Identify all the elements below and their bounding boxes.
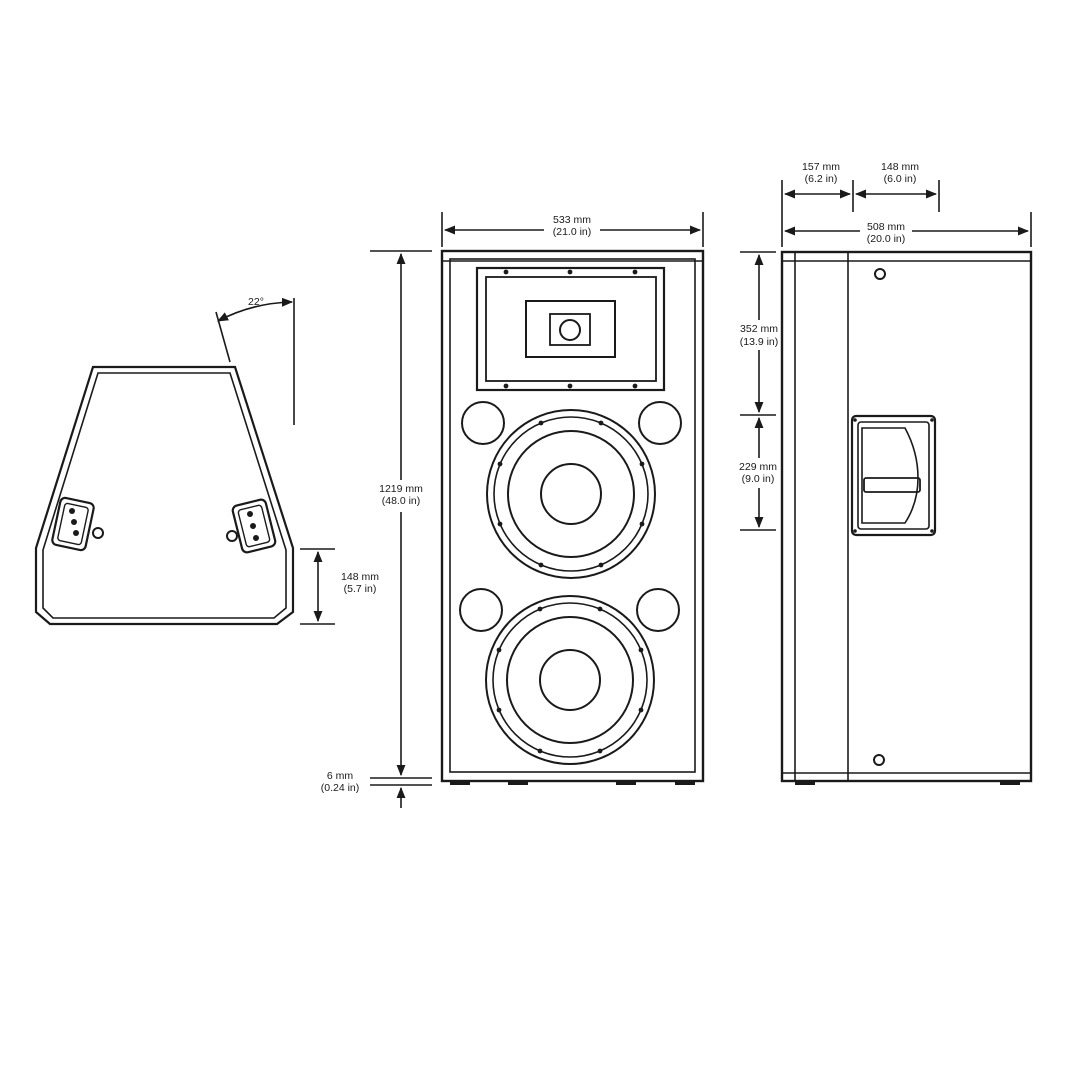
height-dimension: 1219 mm (48.0 in) 6 mm (0.24 in)	[321, 250, 432, 808]
port-upper-left	[461, 401, 505, 445]
handle-position-dimensions: 352 mm (13.9 in) 229 mm (9.0 in)	[739, 251, 779, 531]
side-offset-dimension: 148 mm (5.7 in)	[300, 548, 379, 625]
side-offset-in-label: (5.7 in)	[344, 583, 377, 595]
port-lower-right	[636, 588, 680, 632]
depth-front-mm-label: 157 mm	[802, 161, 840, 173]
rigging-point-right	[226, 498, 277, 554]
cabinet-side-outline	[780, 250, 1033, 783]
width-in-label: (21.0 in)	[553, 226, 592, 238]
side-handle	[850, 414, 937, 537]
woofer-upper	[486, 409, 656, 579]
height-mm-label: 1219 mm	[379, 483, 423, 495]
depth-total-in-label: (20.0 in)	[867, 233, 906, 245]
port-lower-left	[459, 588, 503, 632]
top-view: 22° 148 mm (5.7 in)	[34, 296, 379, 626]
cabinet-front-outer	[440, 249, 705, 783]
depth-dimensions: 157 mm (6.2 in) 148 mm (6.0 in) 508 mm (…	[781, 161, 1032, 247]
side-offset-mm-label: 148 mm	[341, 571, 379, 583]
depth-handle-mm-label: 148 mm	[881, 161, 919, 173]
handle-top-mm-label: 352 mm	[740, 323, 778, 335]
foot-mm-label: 6 mm	[327, 770, 354, 782]
handle-height-in-label: (9.0 in)	[742, 473, 775, 485]
horn-assembly	[475, 266, 666, 392]
cabinet-outline-top-view	[34, 365, 295, 626]
depth-handle-in-label: (6.0 in)	[884, 173, 917, 185]
fly-point-top	[874, 268, 886, 280]
front-view: 533 mm (21.0 in) 1219 mm (48.0 in) 6 mm …	[321, 212, 705, 808]
foot-in-label: (0.24 in)	[321, 782, 360, 794]
side-feet	[795, 781, 1020, 785]
height-in-label: (48.0 in)	[382, 495, 421, 507]
depth-total-mm-label: 508 mm	[867, 221, 905, 233]
woofer-lower	[485, 595, 655, 765]
fly-point-bottom	[873, 754, 885, 766]
handle-top-in-label: (13.9 in)	[740, 336, 779, 348]
compression-driver	[559, 319, 581, 341]
cabinet-feet	[450, 781, 695, 785]
depth-front-in-label: (6.2 in)	[805, 173, 838, 185]
cabinet-front-inner	[449, 258, 696, 773]
port-upper-right	[638, 401, 682, 445]
angle-label: 22°	[248, 296, 264, 308]
handle-height-mm-label: 229 mm	[739, 461, 777, 473]
width-mm-label: 533 mm	[553, 214, 591, 226]
width-dimension: 533 mm (21.0 in)	[441, 212, 704, 247]
rigging-point-left	[51, 496, 104, 552]
angle-dimension: 22°	[215, 296, 295, 425]
side-view: 157 mm (6.2 in) 148 mm (6.0 in) 508 mm (…	[739, 161, 1033, 785]
